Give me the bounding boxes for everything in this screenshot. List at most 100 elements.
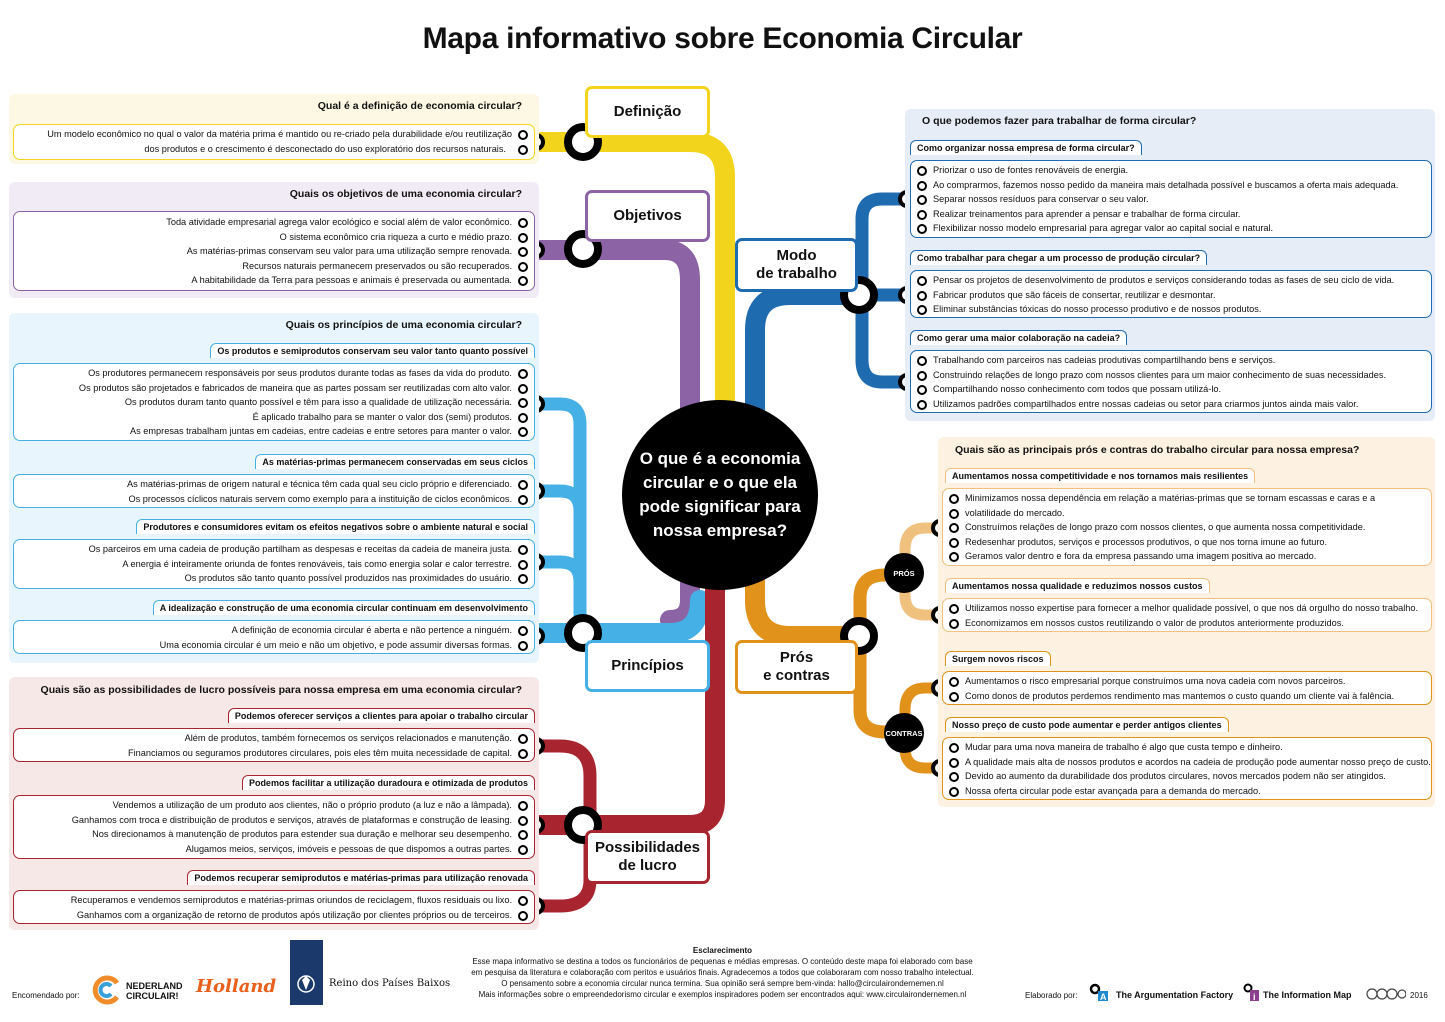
box-lucro-1: Além de produtos, também fornecemos os s… [13,728,535,762]
list-item: Recuperamos e vendemos semiprodutos e ma… [14,893,534,908]
holland-logo: Holland [196,976,277,997]
list-item: Trabalhando com parceiros nas cadeias pr… [911,353,1431,368]
list-item: A habitabilidade da Terra para pessoas e… [14,273,534,288]
box-pros-1: Minimizamos nossa dependência em relação… [942,488,1432,566]
list-item: Geramos valor dentro e fora da empresa p… [943,549,1431,564]
question-pros: Quais são as principais prós e contras d… [955,444,1360,456]
box-objetivos: Toda atividade empresarial agrega valor … [13,211,535,291]
box-pros-2: Utilizamos nosso expertise para fornecer… [942,598,1432,632]
subtitle-principios-3: Produtores e consumidores evitam os efei… [136,519,535,534]
esclarecimento: Esclarecimento Esse mapa informativo se … [471,946,974,999]
list-item: Toda atividade empresarial agrega valor … [14,215,534,230]
list-item: Minimizamos nossa dependência em relação… [943,491,1431,506]
list-item: A definição de economia circular é abert… [14,623,534,638]
list-item: Como donos de produtos perdemos rendimen… [943,689,1431,704]
footer-elaborado-label: Elaborado por: [1025,991,1078,1000]
svg-text:A: A [1100,992,1107,1001]
subtitle-contras-2: Nosso preço de custo pode aumentar e per… [945,717,1229,732]
box-lucro-2: Vendemos a utilização de um produto aos … [13,795,535,859]
list-item: Os produtores permanecem responsáveis po… [14,366,534,381]
box-principios-3: Os parceiros em uma cadeia de produção p… [13,539,535,589]
list-item: Um modelo econômico no qual o valor da m… [14,127,534,142]
list-item: Fabricar produtos que são fáceis de cons… [911,288,1431,303]
list-item: Redesenhar produtos, serviços e processo… [943,535,1431,550]
list-item: Uma economia circular é um meio e não um… [14,638,534,653]
box-contras-1: Aumentamos o risco empresarial porque co… [942,671,1432,705]
list-item: A qualidade mais alta de nossos produtos… [943,755,1431,770]
list-item: Além de produtos, também fornecemos os s… [14,731,534,746]
question-principios: Quais os princípios de uma economia circ… [285,319,522,331]
list-item: A energia é inteiramente oriunda de font… [14,557,534,572]
box-lucro-3: Recuperamos e vendemos semiprodutos e ma… [13,890,535,924]
list-item: Devido ao aumento da durabilidade dos pr… [943,769,1431,784]
list-item: As matérias-primas de origem natural e t… [14,477,534,492]
list-item: Recursos naturais permanecem preservados… [14,259,534,274]
list-item: Os produtos são tanto quanto possível pr… [14,571,534,586]
subtitle-lucro-2: Podemos facilitar a utilização duradoura… [241,775,535,790]
list-item: Flexibilizar nosso modelo empresarial pa… [911,221,1431,236]
list-item: Os produtos são projetados e fabricados … [14,381,534,396]
list-item: Os processos cíclicos naturais servem co… [14,492,534,507]
list-item: Os produtos duram tanto quanto possível … [14,395,534,410]
creative-commons-icon [1366,988,1406,1000]
subtitle-principios-4: A idealização e construção de uma econom… [152,600,535,615]
box-contras-2: Mudar para uma nova maneira de trabalho … [942,737,1432,800]
nederland-circulair-logo [92,975,120,1005]
list-item: Eliminar substâncias tóxicas do nosso pr… [911,302,1431,317]
subtitle-lucro-1: Podemos oferecer serviços a clientes par… [227,708,535,723]
list-item: Mudar para uma nova maneira de trabalho … [943,740,1431,755]
subtitle-modo-1: Como organizar nossa empresa de forma ci… [910,140,1142,155]
list-item: O sistema econômico cria riqueza a curto… [14,230,534,245]
argumentation-factory-logo: A [1089,983,1108,1001]
box-principios-2: As matérias-primas de origem natural e t… [13,474,535,508]
pros-node: PRÓS [884,553,924,593]
central-question: O que é a economia circular e o que ela … [622,400,818,590]
reino-text: Reino dos Países Baixos [329,978,451,989]
list-item: Alugamos meios, serviços, imóveis e pess… [14,842,534,857]
list-item: Financiamos ou seguramos produtores circ… [14,746,534,761]
information-map-logo: i [1243,983,1259,1001]
list-item: Priorizar o uso de fontes renováveis de … [911,163,1431,178]
svg-text:i: i [1253,992,1256,1001]
list-item: Nossa oferta circular pode estar avançad… [943,784,1431,799]
list-item: Os parceiros em uma cadeia de produção p… [14,542,534,557]
subtitle-lucro-3: Podemos recuperar semiprodutos e matéria… [187,870,535,885]
subtitle-principios-1: Os produtos e semiprodutos conservam seu… [210,343,535,358]
question-lucro: Quais são as possibilidades de lucro pos… [40,684,522,696]
argumentation-factory-text: The Argumentation Factory [1116,990,1234,1000]
subtitle-contras-1: Surgem novos riscos [945,651,1051,666]
footer-year: 2016 [1410,991,1428,1000]
box-modo-2: Pensar os projetos de desenvolvimento de… [910,270,1432,318]
list-item: As matérias-primas conservam seu valor p… [14,244,534,259]
question-modo: O que podemos fazer para trabalhar de fo… [922,115,1197,127]
list-item: É aplicado trabalho para se manter o val… [14,410,534,425]
list-item: Economizamos em nossos custos reutilizan… [943,616,1431,631]
topic-objetivos[interactable]: Objetivos [585,190,710,242]
question-objetivos: Quais os objetivos de uma economia circu… [289,188,522,200]
list-item: Construindo relações de longo prazo com … [911,368,1431,383]
topic-definicao[interactable]: Definição [585,86,710,138]
box-principios-1: Os produtores permanecem responsáveis po… [13,363,535,441]
list-item: Ganhamos com a organização de retorno de… [14,908,534,923]
list-item: Construímos relações de longo prazo com … [943,520,1431,535]
page-title: Mapa informativo sobre Economia Circular [422,22,1023,55]
list-item: As empresas trabalham juntas em cadeias,… [14,424,534,439]
box-definicao: Um modelo econômico no qual o valor da m… [13,124,535,160]
list-item: Ao comprarmos, fazemos nosso pedido da m… [911,178,1431,193]
topic-principios[interactable]: Princípios [585,640,710,692]
list-item: Realizar treinamentos para aprender a pe… [911,207,1431,222]
information-map-text: The Information Map [1263,990,1352,1000]
list-item: Aumentamos o risco empresarial porque co… [943,674,1431,689]
subtitle-pros-1: Aumentamos nossa competitividade e nos t… [945,468,1256,483]
list-item: Compartilhando nosso conhecimento com to… [911,382,1431,397]
subtitle-pros-2: Aumentamos nossa qualidade e reduzimos n… [945,578,1210,593]
list-item: Separar nossos resíduos para conservar o… [911,192,1431,207]
box-modo-1: Priorizar o uso de fontes renováveis de … [910,160,1432,238]
subtitle-modo-2: Como trabalhar para chegar a um processo… [910,250,1208,265]
list-item-continuation: volatilidade do mercado. [943,506,1431,521]
list-item: Vendemos a utilização de um produto aos … [14,798,534,813]
list-item: Nos direcionamos à manutenção de produto… [14,827,534,842]
